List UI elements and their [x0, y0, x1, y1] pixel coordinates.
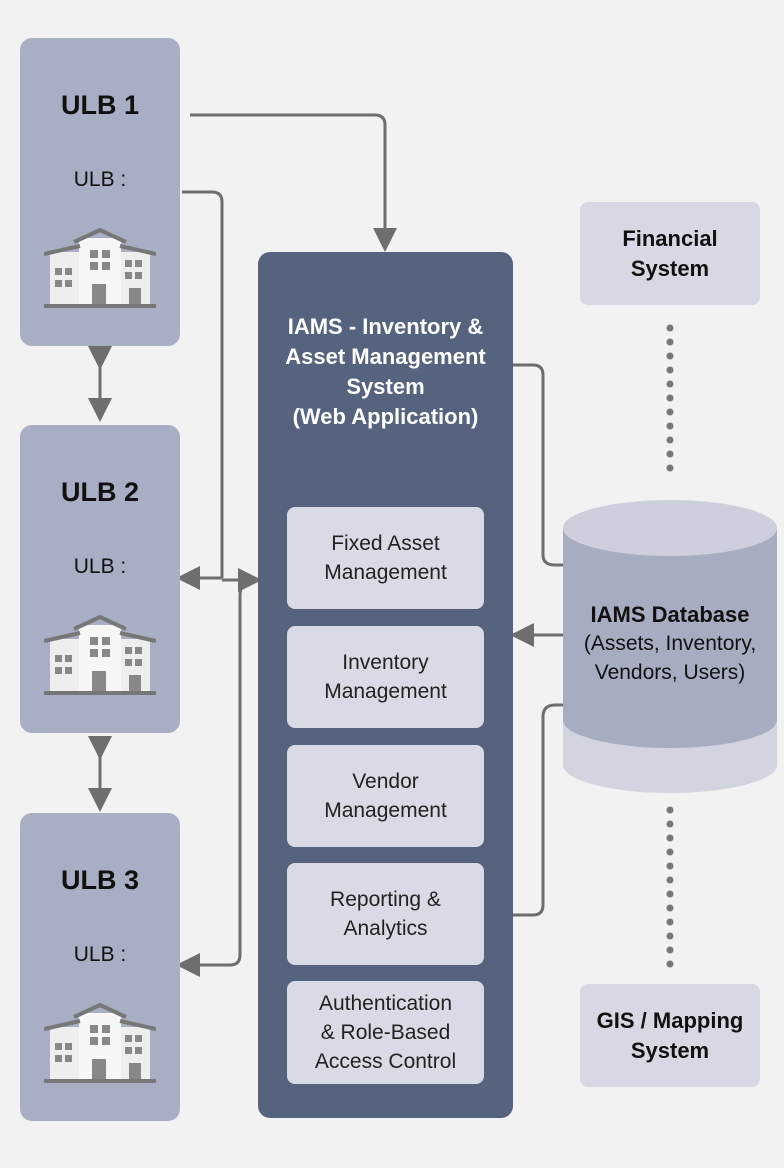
ulb-title: ULB 3 [60, 865, 139, 895]
database-title: IAMS Database [590, 602, 750, 627]
module-authentication-rbac: Authentication & Role-Based Access Contr… [287, 981, 484, 1084]
module-inventory-management: Inventory Management [287, 626, 484, 728]
building-icon [44, 1003, 156, 1083]
financial-system: Financial System [580, 202, 760, 305]
ulb-subtitle: ULB : [73, 555, 127, 578]
database-subtitle: (Assets, Inventory, Vendors, Users) [583, 632, 757, 684]
module-reporting-analytics: Reporting & Analytics [287, 863, 484, 965]
ulb-3-box: ULB 3 ULB : [20, 813, 180, 1121]
ulb-subtitle: ULB : [73, 168, 127, 191]
building-icon [44, 228, 156, 308]
arrow-ulb1-to-iams [190, 113, 397, 252]
module-fixed-asset-management: Fixed Asset Management [287, 507, 484, 609]
building-icon [44, 615, 156, 695]
iams-title: IAMS - Inventory & Asset Management Syst… [285, 314, 486, 429]
ulb-subtitle: ULB : [73, 943, 127, 966]
line-db-to-reporting [513, 703, 563, 917]
ulb-title: ULB 1 [60, 90, 139, 120]
ulb-2-box: ULB 2 ULB : [20, 425, 180, 733]
module-vendor-management: Vendor Management [287, 745, 484, 847]
line-bus-ulb3 [176, 583, 250, 977]
database-cylinder-icon [563, 500, 777, 793]
ulb-title: ULB 2 [60, 477, 139, 507]
database-label: IAMS Database (Assets, Inventory, Vendor… [563, 600, 777, 687]
ulb-1-box: ULB 1 ULB : [20, 38, 180, 346]
line-ulb1-to-bus [182, 190, 224, 578]
line-iams-to-db [513, 363, 563, 567]
gis-mapping-system: GIS / Mapping System [580, 984, 760, 1087]
